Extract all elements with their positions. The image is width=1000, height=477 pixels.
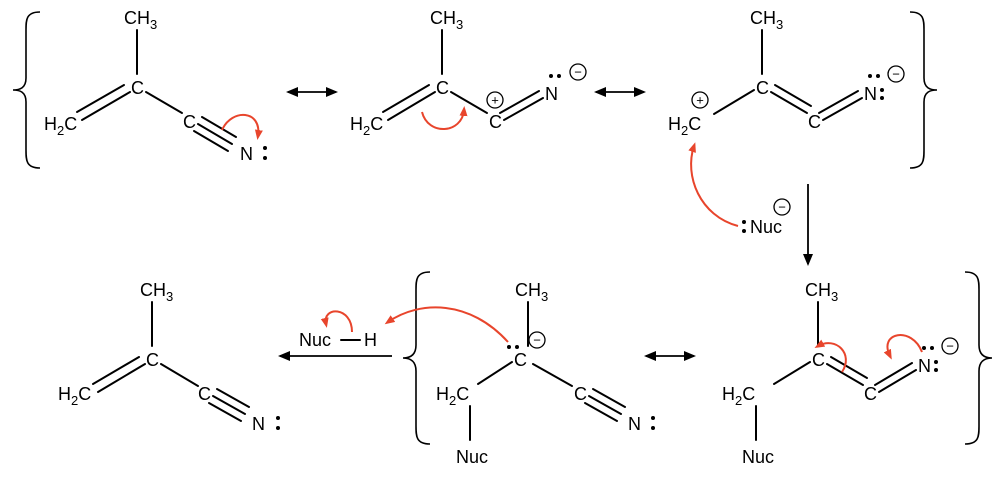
- svg-text:C: C: [514, 350, 527, 370]
- svg-text:H: H: [364, 330, 377, 350]
- structure-addition-carbanion: CH3 C − H2C Nuc C N: [436, 280, 655, 467]
- charge-minus: −: [773, 198, 791, 216]
- charge-minus: −: [941, 337, 959, 355]
- svg-text:CH3: CH3: [140, 280, 173, 304]
- svg-text:H2C: H2C: [58, 384, 91, 408]
- svg-text:CH3: CH3: [750, 8, 783, 32]
- svg-text:Nuc: Nuc: [456, 447, 488, 467]
- brace-top-left: [12, 11, 41, 169]
- charge-minus: −: [569, 63, 587, 81]
- charge-plus: +: [486, 91, 504, 109]
- nucleophile-attack: Nuc −: [688, 142, 791, 237]
- svg-text:C: C: [756, 78, 769, 98]
- svg-text:C: C: [436, 78, 449, 98]
- brace-bottom-left: [402, 271, 431, 445]
- svg-text:Nuc: Nuc: [299, 330, 331, 350]
- svg-text:H2C: H2C: [722, 384, 755, 408]
- svg-text:N: N: [545, 84, 558, 104]
- svg-text:−: −: [892, 67, 900, 82]
- svg-text:CH3: CH3: [430, 8, 463, 32]
- svg-text:−: −: [533, 333, 541, 348]
- svg-text:N: N: [628, 414, 641, 434]
- svg-text:C: C: [808, 112, 821, 132]
- svg-text:+: +: [696, 93, 704, 108]
- svg-text:N: N: [864, 84, 877, 104]
- structure-acrylonitrile-top: CH3 C H2C C N: [44, 8, 267, 164]
- charge-plus: +: [691, 91, 709, 109]
- structure-resonance-n-cation: CH3 C H2C C N + −: [350, 8, 587, 138]
- svg-text:CH3: CH3: [515, 280, 548, 304]
- charge-minus: −: [887, 65, 905, 83]
- svg-text:CH3: CH3: [124, 8, 157, 32]
- svg-text:C: C: [146, 350, 159, 370]
- svg-text:C: C: [183, 112, 196, 132]
- svg-text:C: C: [574, 384, 587, 404]
- structure-resonance-allyl-cation: CH3 C H2C C N + −: [668, 8, 905, 138]
- svg-text:H2C: H2C: [668, 114, 701, 138]
- svg-text:C: C: [131, 78, 144, 98]
- svg-text:−: −: [946, 339, 954, 354]
- proton-source-nuc-h: Nuc H: [299, 306, 509, 350]
- brace-bottom-right: [964, 271, 993, 445]
- svg-text:C: C: [812, 350, 825, 370]
- charge-minus: −: [528, 331, 546, 349]
- svg-text:C: C: [489, 112, 502, 132]
- svg-text:C: C: [198, 384, 211, 404]
- svg-text:N: N: [252, 414, 265, 434]
- svg-text:−: −: [778, 200, 786, 215]
- svg-text:H2C: H2C: [44, 114, 77, 138]
- svg-text:H2C: H2C: [350, 114, 383, 138]
- svg-text:Nuc: Nuc: [742, 447, 774, 467]
- svg-text:CH3: CH3: [805, 280, 838, 304]
- structure-addition-n-anion: CH3 C H2C Nuc C N −: [722, 280, 959, 467]
- svg-text:Nuc: Nuc: [750, 217, 782, 237]
- svg-text:N: N: [918, 356, 931, 376]
- brace-top-right: [909, 11, 938, 169]
- structure-product-acrylonitrile: CH3 C H2C C N: [58, 280, 280, 434]
- svg-text:H2C: H2C: [436, 384, 469, 408]
- svg-text:N: N: [240, 144, 253, 164]
- svg-text:C: C: [864, 384, 877, 404]
- svg-text:−: −: [574, 65, 582, 80]
- svg-text:+: +: [491, 93, 499, 108]
